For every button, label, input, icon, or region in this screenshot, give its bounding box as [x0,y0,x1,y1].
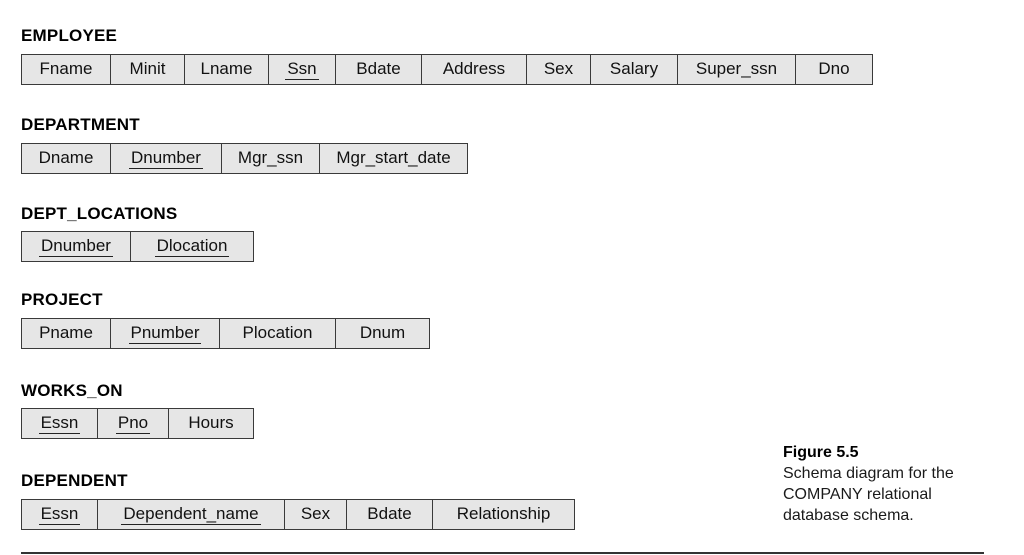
attribute-label: Salary [609,58,659,78]
primary-key-cell: Essn [22,500,98,529]
attribute-label: Sex [300,503,331,523]
attribute-cell: Dno [796,55,872,84]
attribute-cell: Plocation [220,319,336,348]
attribute-cell: Sex [285,500,347,529]
relation-title-department: DEPARTMENT [21,115,140,134]
attribute-label: Plocation [242,322,313,342]
relation-project: Pname Pnumber Plocation Dnum [21,318,430,349]
attribute-label: Mgr_start_date [336,147,451,167]
attribute-label: Dname [38,147,94,167]
caption-line: Schema diagram for the [783,465,954,482]
relation-title-dept-locations: DEPT_LOCATIONS [21,204,178,223]
primary-key-cell: Dependent_name [98,500,285,529]
attribute-cell: Dnum [336,319,429,348]
primary-key-label: Dlocation [154,235,230,257]
primary-key-label: Pnumber [128,322,202,344]
attribute-cell: Minit [111,55,185,84]
attribute-cell: Dname [22,144,111,173]
primary-key-label: Essn [38,503,81,525]
relation-employee: Fname Minit Lname Ssn Bdate Address Sex … [21,54,873,85]
caption-line: database schema. [783,507,914,524]
attribute-label: Lname [200,58,253,78]
attribute-label: Pname [39,322,93,342]
attribute-label: Super_ssn [695,58,778,78]
caption-line: COMPANY relational [783,486,932,503]
attribute-cell: Bdate [347,500,433,529]
relation-title-project: PROJECT [21,290,103,309]
primary-key-label: Dnumber [39,235,113,257]
primary-key-label: Ssn [285,58,319,80]
primary-key-cell: Dnumber [22,232,131,261]
figure-caption: Figure 5.5 Schema diagram for the COMPAN… [783,442,954,526]
primary-key-cell: Dnumber [111,144,222,173]
attribute-cell: Pname [22,319,111,348]
primary-key-cell: Dlocation [131,232,253,261]
relation-works-on: Essn Pno Hours [21,408,254,439]
relation-title-works-on: WORKS_ON [21,381,123,400]
attribute-cell: Hours [169,409,253,438]
attribute-cell: Fname [22,55,111,84]
relation-dept-locations: Dnumber Dlocation [21,231,254,262]
attribute-label: Sex [543,58,574,78]
attribute-label: Bdate [356,58,401,78]
attribute-cell: Mgr_ssn [222,144,320,173]
attribute-cell: Address [422,55,527,84]
primary-key-label: Dependent_name [121,503,261,525]
attribute-cell: Mgr_start_date [320,144,467,173]
primary-key-label: Pno [115,412,151,434]
attribute-label: Fname [39,58,93,78]
primary-key-cell: Ssn [269,55,336,84]
attribute-label: Dnum [359,322,406,342]
primary-key-label: Dnumber [129,147,203,169]
attribute-cell: Bdate [336,55,422,84]
attribute-label: Address [442,58,506,78]
attribute-label: Hours [188,412,234,432]
attribute-label: Bdate [367,503,412,523]
primary-key-cell: Pno [98,409,169,438]
attribute-cell: Lname [185,55,269,84]
attribute-label: Relationship [456,503,551,523]
figure-label: Figure 5.5 [783,444,859,461]
attribute-label: Dno [818,58,850,78]
attribute-label: Mgr_ssn [237,147,304,167]
primary-key-label: Essn [38,412,81,434]
primary-key-cell: Essn [22,409,98,438]
attribute-cell: Sex [527,55,591,84]
bottom-divider [21,552,984,554]
attribute-label: Minit [129,58,166,78]
attribute-cell: Super_ssn [678,55,796,84]
relation-title-dependent: DEPENDENT [21,471,128,490]
relation-title-employee: EMPLOYEE [21,26,118,45]
primary-key-cell: Pnumber [111,319,220,348]
attribute-cell: Relationship [433,500,574,529]
attribute-cell: Salary [591,55,678,84]
relation-department: Dname Dnumber Mgr_ssn Mgr_start_date [21,143,468,174]
relation-dependent: Essn Dependent_name Sex Bdate Relationsh… [21,499,575,530]
